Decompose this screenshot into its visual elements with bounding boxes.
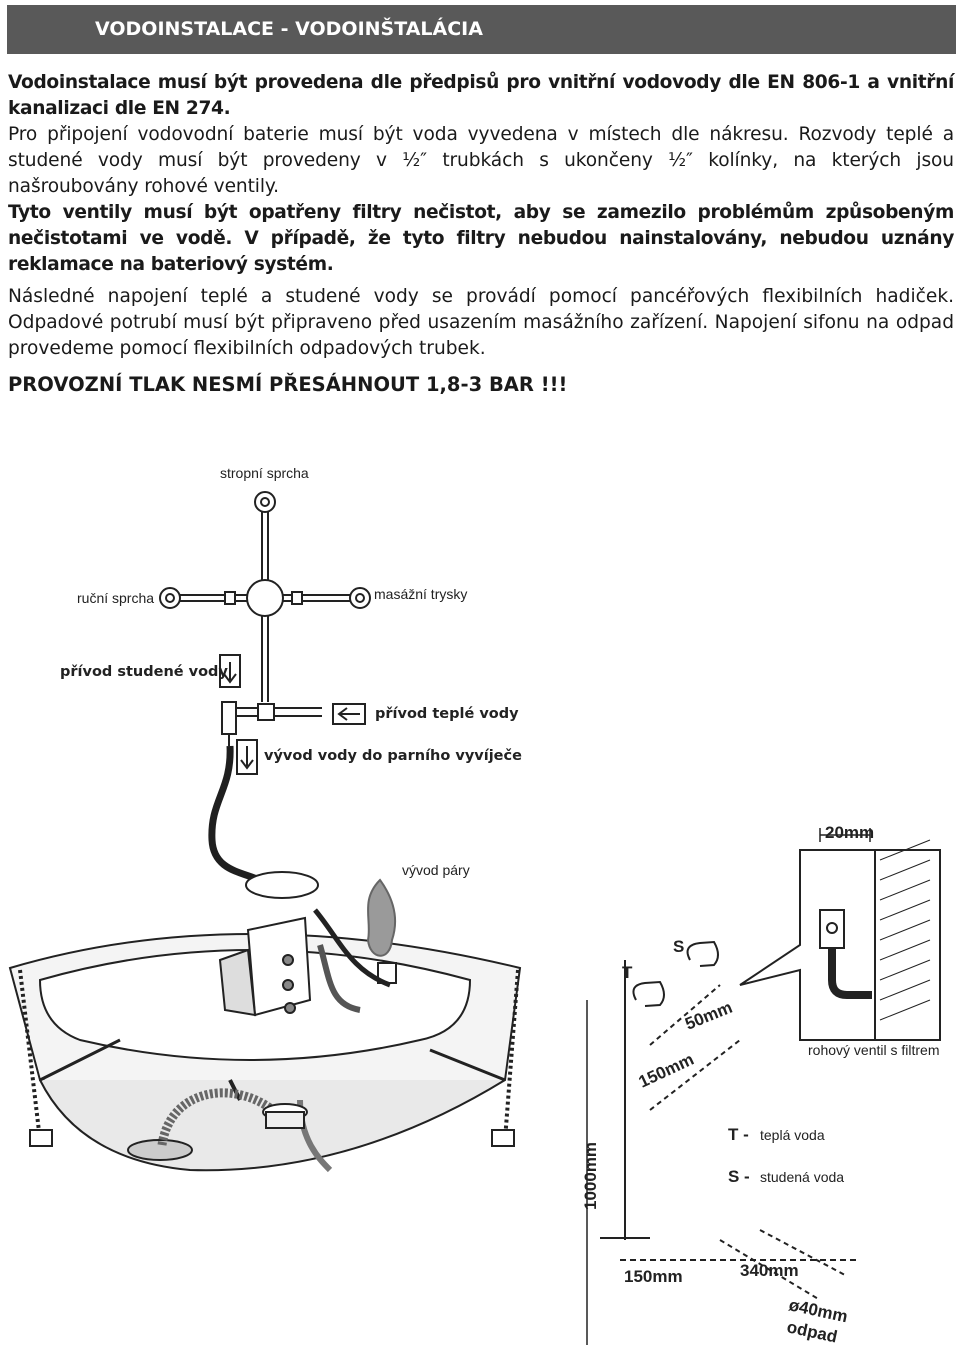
cold-water-inlet-label: přívod studené vody [60,664,228,680]
steam-outlet-label: vývod páry [402,862,470,878]
wall-dimension-drawing [586,828,941,1345]
section-title-banner: VODOINSTALACE - VODOINŠTALÁCIA [7,5,956,54]
dim-150mm-bottom-label: 150mm [624,1267,683,1286]
hot-water-elbow-icon [632,980,665,1007]
installation-diagram: stropní sprcha ruční sprcha masážní trys… [8,465,941,1347]
legend-t-value: teplá voda [760,1127,825,1143]
legend-s-key: S - [728,1167,750,1186]
dim-50mm-label: 50mm [682,998,735,1034]
massage-jets-label: masážní trysky [374,586,467,602]
corner-valve-filter-label: rohový ventil s filtrem [808,1042,939,1058]
ceiling-shower-outlet-icon [254,491,276,513]
paragraph-hoses: Následné napojení teplé a studené vody s… [8,286,954,359]
massage-jets-outlet-icon [349,587,371,609]
hot-water-inlet-label: přívod teplé vody [375,706,519,722]
paragraph-standards: Vodoinstalace musí být provedena dle pře… [8,72,954,119]
pressure-warning: PROVOZNÍ TLAK NESMÍ PŘESÁHNOUT 1,8-3 BAR… [8,373,568,396]
dim-20mm-label: 20mm [825,823,874,842]
paragraph-connection: Pro připojení vodovodní baterie musí být… [8,124,954,197]
cold-water-elbow-icon [686,940,719,967]
hot-letter-label: T [622,963,633,982]
instructions-text: Vodoinstalace musí být provedena dle pře… [8,70,954,398]
corner-bathtub-illustration [8,871,522,1173]
hand-shower-label: ruční sprcha [77,590,154,606]
flow-arrows [219,654,366,775]
hand-shower-outlet-icon [159,587,181,609]
steam-generator-outlet-label: vývod vody do parního vyvíječe [264,748,522,764]
distributor-valve-icon [246,579,284,617]
valve-schematic [159,491,371,746]
ceiling-shower-label: stropní sprcha [220,465,309,481]
dim-1000mm-label: 1000mm [581,1142,600,1210]
legend-s-value: studená voda [760,1169,844,1185]
dim-150mm-top-label: 150mm [636,1050,697,1092]
cold-letter-label: S [673,937,684,956]
dim-340mm-label: 340mm [740,1261,799,1280]
paragraph-filters: Tyto ventily musí být opatřeny filtry ne… [8,202,954,275]
legend-t-key: T - [728,1125,749,1144]
